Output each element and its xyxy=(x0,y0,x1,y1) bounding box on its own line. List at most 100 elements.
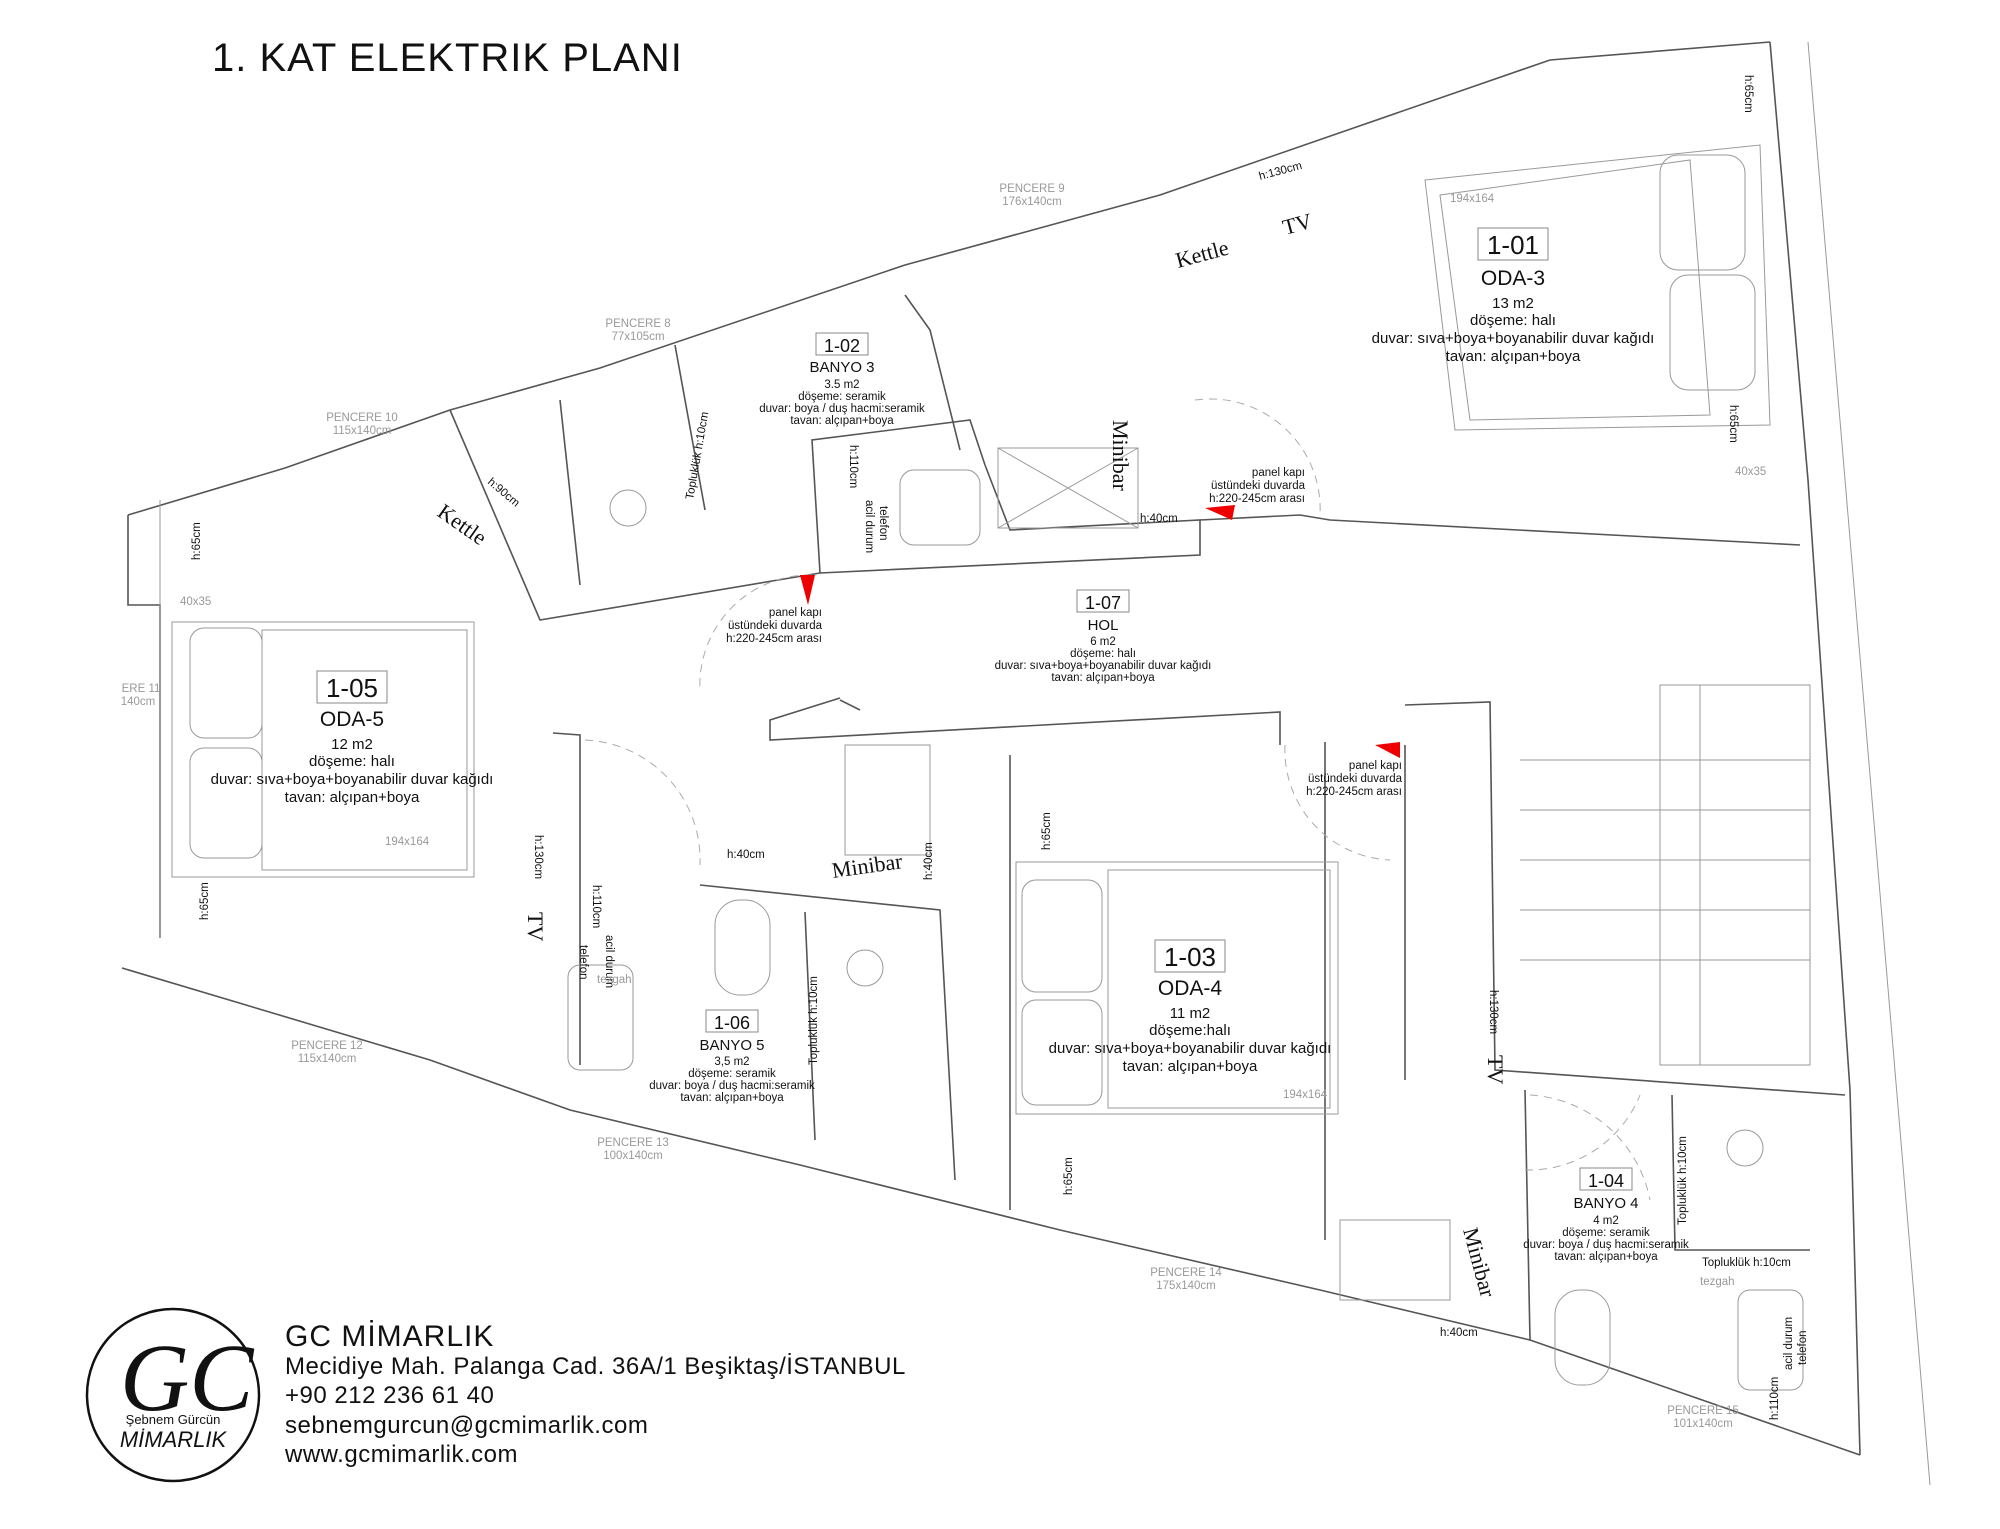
svg-text:ODA-4: ODA-4 xyxy=(1158,977,1223,1000)
outer-walls xyxy=(121,41,1931,1486)
svg-text:telefon: telefon xyxy=(577,945,589,980)
svg-text:döşeme: halı: döşeme: halı xyxy=(1070,648,1136,660)
svg-text:tavan: alçıpan+boya: tavan: alçıpan+boya xyxy=(1051,672,1155,684)
svg-text:döşeme: seramik: döşeme: seramik xyxy=(688,1068,776,1080)
svg-text:telefon: telefon xyxy=(1797,1330,1809,1365)
svg-text:115x140cm: 115x140cm xyxy=(333,425,392,437)
svg-text:acil durum: acil durum xyxy=(603,935,615,988)
minibar-label: Minibar xyxy=(1108,420,1133,492)
svg-text:101x140cm: 101x140cm xyxy=(1673,1418,1732,1430)
svg-text:HOL: HOL xyxy=(1088,617,1119,634)
svg-text:h:65cm: h:65cm xyxy=(1727,405,1739,443)
svg-text:Şebnem Gürcün: Şebnem Gürcün xyxy=(126,1412,221,1427)
svg-text:194x164: 194x164 xyxy=(385,836,430,848)
svg-text:h:40cm: h:40cm xyxy=(727,849,765,861)
company-name: GC MİMARLIK xyxy=(285,1320,495,1353)
svg-text:h:65cm: h:65cm xyxy=(1041,812,1053,850)
company-address: Mecidiye Mah. Palanga Cad. 36A/1 Beşikta… xyxy=(285,1352,906,1380)
kettle-label: Kettle xyxy=(433,499,491,550)
svg-text:h:65cm: h:65cm xyxy=(199,882,211,920)
company-logo: GC Şebnem Gürcün MİMARLIK xyxy=(85,1307,261,1483)
svg-text:PENCERE 10: PENCERE 10 xyxy=(326,412,398,424)
svg-text:100x140cm: 100x140cm xyxy=(603,1150,662,1162)
svg-text:1-06: 1-06 xyxy=(714,1013,750,1033)
svg-text:h:220-245cm arası: h:220-245cm arası xyxy=(726,633,822,645)
svg-text:tezgah: tezgah xyxy=(1700,1276,1735,1288)
svg-text:6 m2: 6 m2 xyxy=(1090,636,1116,648)
svg-text:h:110cm: h:110cm xyxy=(1769,1377,1781,1420)
svg-text:ERE 11: ERE 11 xyxy=(122,683,161,695)
svg-text:ODA-5: ODA-5 xyxy=(320,708,384,731)
svg-text:1-01: 1-01 xyxy=(1487,230,1539,260)
tv-label: TV xyxy=(523,912,548,941)
svg-text:h:130cm: h:130cm xyxy=(1258,160,1304,183)
svg-text:13 m2: 13 m2 xyxy=(1492,295,1534,312)
svg-text:PENCERE 15: PENCERE 15 xyxy=(1667,1405,1739,1417)
svg-text:panel kapı: panel kapı xyxy=(1349,760,1402,772)
svg-text:40x35: 40x35 xyxy=(1735,466,1766,478)
svg-text:175x140cm: 175x140cm xyxy=(1156,1280,1215,1292)
svg-text:duvar: sıva+boya+boyanabilir d: duvar: sıva+boya+boyanabilir duvar kağıd… xyxy=(995,660,1212,672)
room-1-05: 1-05 ODA-5 12 m2 döşeme: halı duvar: sıv… xyxy=(211,670,494,806)
panel-door-markers xyxy=(800,505,1400,758)
svg-text:tavan: alçıpan+boya: tavan: alçıpan+boya xyxy=(1446,348,1581,365)
room-1-01: 1-01 ODA-3 13 m2 döşeme: halı duvar: sıv… xyxy=(1372,227,1654,365)
svg-text:Topluklük h:10cm: Topluklük h:10cm xyxy=(808,976,820,1065)
svg-text:ODA-3: ODA-3 xyxy=(1481,267,1545,290)
room-1-02: 1-02 BANYO 3 3.5 m2 döşeme: seramik duva… xyxy=(759,332,925,427)
minibar-label: Minibar xyxy=(830,848,904,883)
svg-text:77x105cm: 77x105cm xyxy=(611,331,664,343)
kettle-label: Kettle xyxy=(1173,235,1231,273)
svg-text:döşeme: seramik: döşeme: seramik xyxy=(1562,1227,1650,1239)
svg-text:duvar: sıva+boya+boyanabilir d: duvar: sıva+boya+boyanabilir duvar kağıd… xyxy=(211,771,494,788)
svg-text:h:65cm: h:65cm xyxy=(1063,1157,1075,1195)
svg-text:3,5 m2: 3,5 m2 xyxy=(714,1056,749,1068)
svg-text:194x164: 194x164 xyxy=(1450,193,1495,205)
svg-text:Topluklük h:10cm: Topluklük h:10cm xyxy=(684,411,711,501)
svg-text:acil durum: acil durum xyxy=(1783,1317,1795,1370)
svg-text:tavan: alçıpan+boya: tavan: alçıpan+boya xyxy=(1123,1058,1258,1075)
svg-text:11 m2: 11 m2 xyxy=(1170,1005,1211,1022)
annotations: Kettle Kettle TV TV TV Minibar Minibar M… xyxy=(180,75,1809,1420)
svg-text:üstündeki duvarda: üstündeki duvarda xyxy=(1211,480,1306,492)
svg-text:140cm: 140cm xyxy=(121,696,156,708)
svg-text:h:65cm: h:65cm xyxy=(1742,75,1754,113)
svg-text:h:40cm: h:40cm xyxy=(1440,1327,1478,1339)
svg-text:1-07: 1-07 xyxy=(1085,593,1121,613)
svg-text:Topluklük h:10cm: Topluklük h:10cm xyxy=(1677,1136,1689,1225)
svg-text:h:110cm: h:110cm xyxy=(847,445,859,488)
svg-text:115x140cm: 115x140cm xyxy=(298,1053,357,1065)
svg-text:döşeme: halı: döşeme: halı xyxy=(309,753,395,770)
svg-text:1-04: 1-04 xyxy=(1588,1171,1624,1191)
svg-text:h:130cm: h:130cm xyxy=(1487,990,1499,1034)
svg-text:h:220-245cm arası: h:220-245cm arası xyxy=(1209,493,1305,505)
svg-text:duvar: boya / duş hacmi:serami: duvar: boya / duş hacmi:seramik xyxy=(649,1080,815,1092)
svg-text:PENCERE 12: PENCERE 12 xyxy=(291,1040,363,1052)
svg-text:1-03: 1-03 xyxy=(1164,942,1216,972)
svg-text:döşeme: halı: döşeme: halı xyxy=(1470,312,1556,329)
svg-text:BANYO 3: BANYO 3 xyxy=(809,359,874,376)
svg-text:panel kapı: panel kapı xyxy=(769,607,822,619)
svg-text:döşeme:halı: döşeme:halı xyxy=(1149,1022,1231,1039)
svg-text:40x35: 40x35 xyxy=(180,596,211,608)
svg-text:1-02: 1-02 xyxy=(824,336,860,356)
minibar-label: Minibar xyxy=(1458,1225,1501,1301)
svg-text:176x140cm: 176x140cm xyxy=(1002,196,1061,208)
room-1-04: 1-04 BANYO 4 4 m2 döşeme: seramik duvar:… xyxy=(1523,1167,1689,1263)
svg-text:12 m2: 12 m2 xyxy=(331,736,373,753)
svg-text:MİMARLIK: MİMARLIK xyxy=(120,1427,228,1452)
svg-text:PENCERE 8: PENCERE 8 xyxy=(605,318,670,330)
svg-text:PENCERE 13: PENCERE 13 xyxy=(597,1137,669,1149)
svg-text:h:40cm: h:40cm xyxy=(1140,513,1178,525)
company-phone: +90 212 236 61 40 xyxy=(285,1382,495,1409)
svg-text:telefon: telefon xyxy=(877,506,889,541)
svg-text:3.5 m2: 3.5 m2 xyxy=(824,379,859,391)
company-website[interactable]: www.gcmimarlik.com xyxy=(285,1441,519,1468)
svg-text:acil durum: acil durum xyxy=(863,500,875,553)
company-email[interactable]: sebnemgurcun@gcmimarlik.com xyxy=(285,1411,649,1439)
room-1-03: 1-03 ODA-4 11 m2 döşeme:halı duvar: sıva… xyxy=(1049,939,1331,1075)
room-1-06: 1-06 BANYO 5 3,5 m2 döşeme: seramik duva… xyxy=(649,1009,815,1104)
svg-text:1-05: 1-05 xyxy=(326,673,378,703)
